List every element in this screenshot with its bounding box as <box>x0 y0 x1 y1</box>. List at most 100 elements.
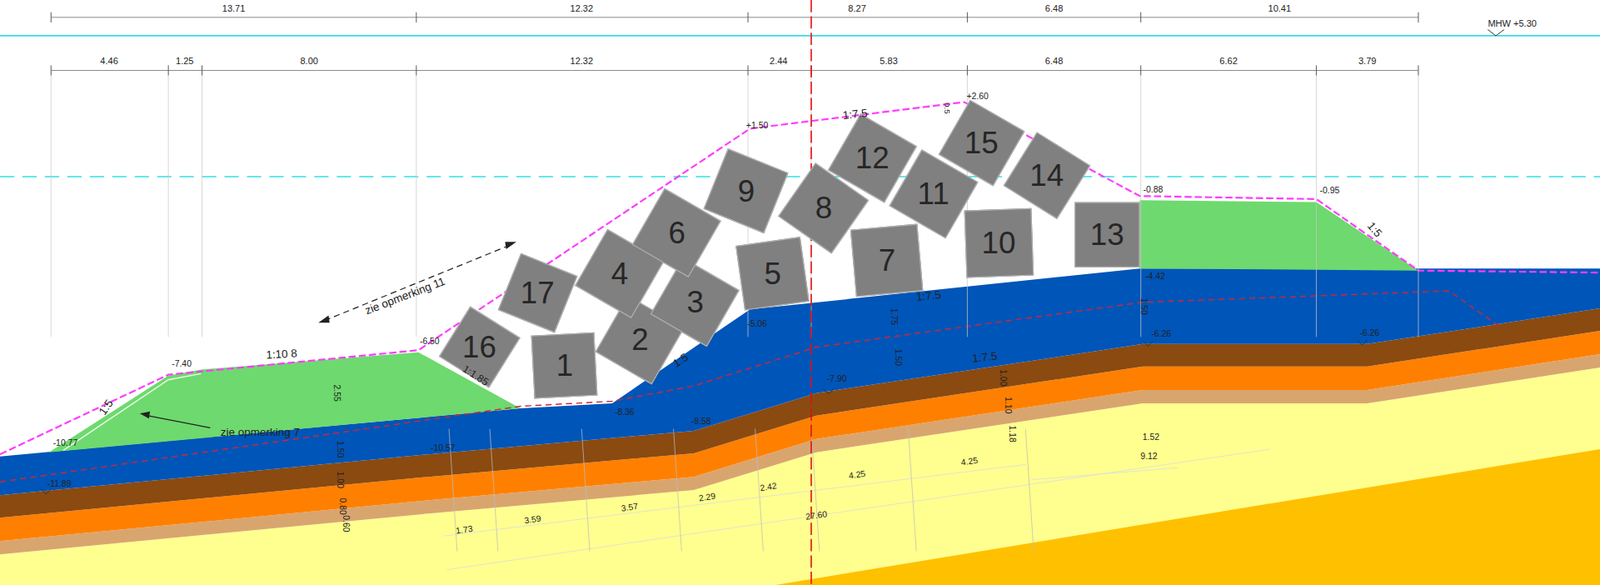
tick <box>415 12 417 23</box>
block-number: 7 <box>877 244 895 276</box>
note-arrow <box>146 415 210 429</box>
dimension-label: 10.41 <box>1268 4 1292 15</box>
tick <box>50 12 52 23</box>
dimension-line <box>50 69 1419 71</box>
note-arrow <box>324 244 511 321</box>
block-number: 15 <box>964 127 999 159</box>
dimension-label: 2.44 <box>769 56 788 66</box>
dimension-label: 3.57 <box>620 501 639 513</box>
tick <box>747 12 749 23</box>
block-number: 6 <box>667 217 685 249</box>
dimension-label: 0.5 <box>942 102 952 115</box>
dimension-label: -7.40 <box>171 358 192 368</box>
dimension-label: -8.36 <box>614 408 635 417</box>
level-mark <box>1356 339 1367 345</box>
dimension-label: 13.71 <box>222 4 246 15</box>
tick <box>1140 64 1142 75</box>
dimension-label: -9.58 <box>691 417 712 426</box>
tick <box>1417 64 1419 75</box>
block-number: 14 <box>1030 159 1065 191</box>
extension-line <box>168 75 170 338</box>
dimension-label: 3.79 <box>1358 56 1376 66</box>
water-line <box>0 34 1600 37</box>
block-number: 2 <box>631 324 648 356</box>
dimension-label: 12.32 <box>570 56 594 66</box>
caisson-block: 5 <box>735 236 810 311</box>
dimension-label: 8.00 <box>299 56 318 66</box>
caisson-block: 7 <box>850 224 924 298</box>
dimension-label: 1.00 <box>998 368 1007 386</box>
extension-line <box>907 428 917 552</box>
block-number: 17 <box>520 277 555 309</box>
dimension-label: 1.50 <box>1139 297 1148 315</box>
deep-layer <box>775 448 1600 585</box>
dimension-label: +1.50 <box>746 120 768 130</box>
dimension-label: 0.60 <box>341 514 350 532</box>
tick <box>168 64 170 75</box>
extension-line <box>1025 428 1034 552</box>
tick <box>50 64 52 75</box>
annotation-label: zie opmerking 7 <box>220 425 300 437</box>
block-number: 8 <box>814 193 832 225</box>
arrowhead <box>139 411 150 419</box>
dimension-label: MHW +5.30 <box>1487 19 1537 30</box>
tick <box>415 64 417 75</box>
axis-line <box>810 0 813 585</box>
tick <box>966 64 968 75</box>
caisson-block: 17 <box>498 253 579 334</box>
dimension-label: 6.48 <box>1045 4 1063 15</box>
design-line <box>0 290 1501 482</box>
dimension-line <box>443 463 1026 536</box>
extension-line <box>1140 75 1142 338</box>
dimension-label: 4.46 <box>99 56 118 66</box>
tick <box>966 12 968 23</box>
tick <box>201 64 203 75</box>
dimension-label: 1.25 <box>175 56 194 66</box>
dimension-line <box>50 16 1419 18</box>
berm-right <box>1139 199 1418 271</box>
extension-line <box>1315 75 1317 338</box>
dimension-line <box>1030 467 1179 480</box>
dimension-label: +2.60 <box>966 91 988 100</box>
water-line <box>0 175 1600 178</box>
block-number: 10 <box>981 227 1017 259</box>
dimension-label: 8.27 <box>847 4 866 15</box>
dimension-label: 0.80 <box>338 498 347 515</box>
dimension-label: 4.25 <box>960 455 979 467</box>
caisson-block: 1 <box>531 332 599 399</box>
dimension-label: 6.48 <box>1045 56 1063 66</box>
tick <box>1417 12 1419 23</box>
extension-line <box>581 428 590 552</box>
dimension-label: 5.83 <box>879 56 898 66</box>
extension-line <box>673 428 683 552</box>
dimension-label: 2.42 <box>759 481 778 493</box>
dimension-label: -5.06 <box>747 319 768 328</box>
level-mark <box>40 488 51 494</box>
dimension-label: 1.10 <box>1003 396 1012 414</box>
annotation-label: 1:5 <box>1365 219 1384 240</box>
berm-line <box>63 373 201 450</box>
block-number: 3 <box>686 286 703 318</box>
caisson-block: 10 <box>964 208 1035 279</box>
dimension-label: 1.50 <box>335 440 344 458</box>
dimension-label: 4.25 <box>847 468 867 480</box>
dimension-label: 1.75 <box>889 308 898 325</box>
block-number: 11 <box>917 178 950 210</box>
extension-line <box>201 75 203 338</box>
dimension-label: -6.50 <box>419 336 440 345</box>
dimension-label: 1.18 <box>1007 425 1017 443</box>
dimension-label: -7.90 <box>827 373 848 383</box>
caisson-block: 13 <box>1074 202 1140 268</box>
annotation-label: zie opmerking 11 <box>363 275 448 317</box>
dimension-label: 1.73 <box>455 523 474 535</box>
dimension-label: 6.62 <box>1219 56 1237 66</box>
extension-line <box>1417 75 1419 338</box>
dimension-label: 2.55 <box>332 384 341 402</box>
block-number: 1 <box>555 349 573 381</box>
dimension-label: -11.89 <box>47 479 72 489</box>
block-number: 13 <box>1090 219 1125 250</box>
block-number: 12 <box>855 143 890 175</box>
dimension-line <box>447 448 1272 570</box>
extension-line <box>50 75 52 338</box>
